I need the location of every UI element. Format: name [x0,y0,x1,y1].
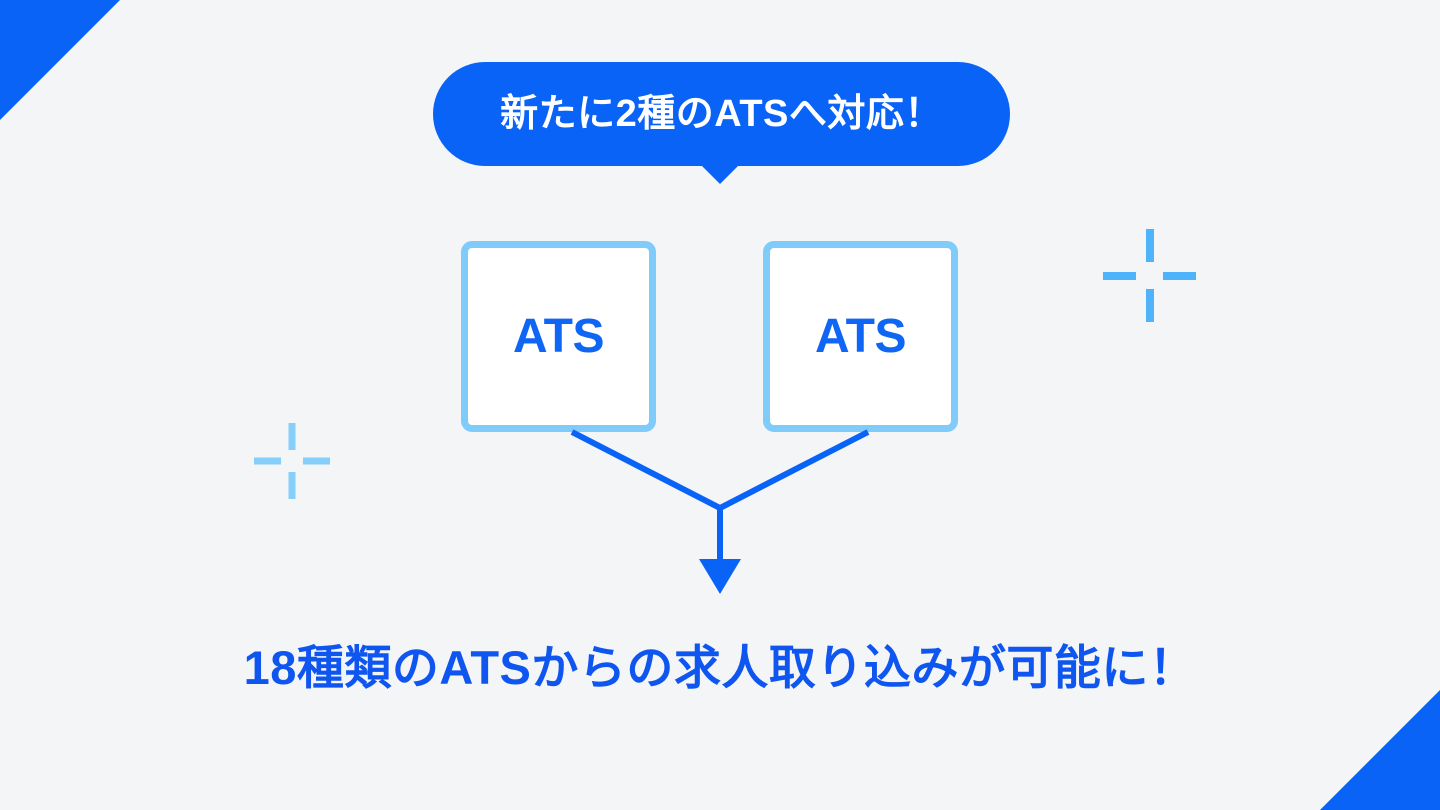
plus-crosshair-left-icon [254,423,330,499]
ats-box-2: ATS [763,241,958,432]
ats-box-label: ATS [513,309,604,363]
speech-bubble-tail-icon [701,165,739,184]
corner-triangle-bottom-right-icon [1320,690,1440,810]
crosshair-bar-right [303,457,330,465]
ats-box-label: ATS [815,309,906,363]
crosshair-bar-left [254,457,281,465]
crosshair-bar-top [1145,229,1154,262]
speech-bubble: 新たに2種のATSへ対応！ [433,62,1010,166]
crosshair-bar-top [288,423,296,450]
headline-text: 18種類のATSからの求人取り込みが可能に！ [243,641,1197,694]
ats-box-1: ATS [461,241,656,432]
corner-triangle-top-left-icon [0,0,120,120]
crosshair-bar-bottom [288,472,296,499]
speech-bubble-label: 新たに2種のATSへ対応！ [500,93,943,135]
crosshair-bar-bottom [1145,289,1154,322]
plus-crosshair-right-icon [1103,229,1196,322]
crosshair-bar-left [1103,271,1136,280]
crosshair-bar-right [1163,271,1196,280]
